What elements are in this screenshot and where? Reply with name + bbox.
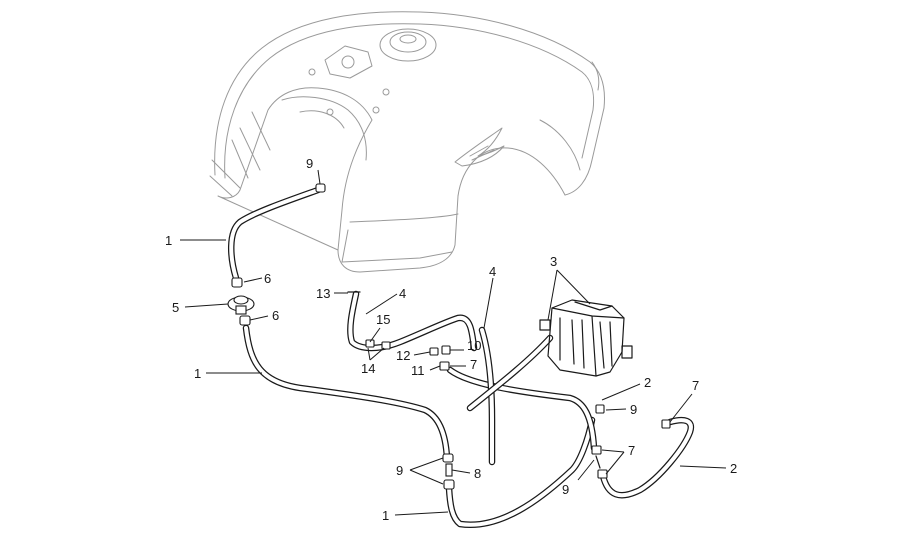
callout-9-top: 9 (306, 156, 313, 171)
callout-4-left: 4 (399, 286, 406, 301)
callout-5: 5 (172, 300, 179, 315)
callout-labels: 9 1 6 5 6 1 13 4 15 14 12 10 11 7 4 3 2 … (165, 156, 737, 523)
callout-13: 12 (396, 348, 410, 363)
callout-7-lower: 7 (628, 443, 635, 458)
callout-9-bottom: 9 (396, 463, 403, 478)
callout-7-mid: 7 (470, 357, 477, 372)
callout-6-bottom: 6 (272, 308, 279, 323)
callout-1-top: 1 (165, 233, 172, 248)
callout-1-mid: 1 (194, 366, 201, 381)
callout-2-right: 2 (730, 461, 737, 476)
hoses (228, 186, 695, 529)
callout-14-bottom: 14 (361, 361, 375, 376)
callout-12: 11 (411, 363, 425, 378)
leader-lines (180, 169, 727, 516)
charcoal-canister (539, 299, 633, 377)
callout-1-bottom: 1 (382, 508, 389, 523)
callout-2-top: 2 (644, 375, 651, 390)
callout-7-top-right: 7 (692, 378, 699, 393)
callout-8: 8 (474, 466, 481, 481)
callout-14-top: 13 (316, 286, 330, 301)
callout-3: 3 (550, 254, 557, 269)
callout-15: 15 (376, 312, 390, 327)
callout-9-right: 9 (630, 402, 637, 417)
callout-4-right: 4 (489, 264, 496, 279)
callout-6-top: 6 (264, 271, 271, 286)
callout-11: 10 (467, 338, 481, 353)
callout-10: 9 (562, 482, 569, 497)
fuel-tank (209, 11, 605, 273)
fittings (227, 183, 671, 490)
